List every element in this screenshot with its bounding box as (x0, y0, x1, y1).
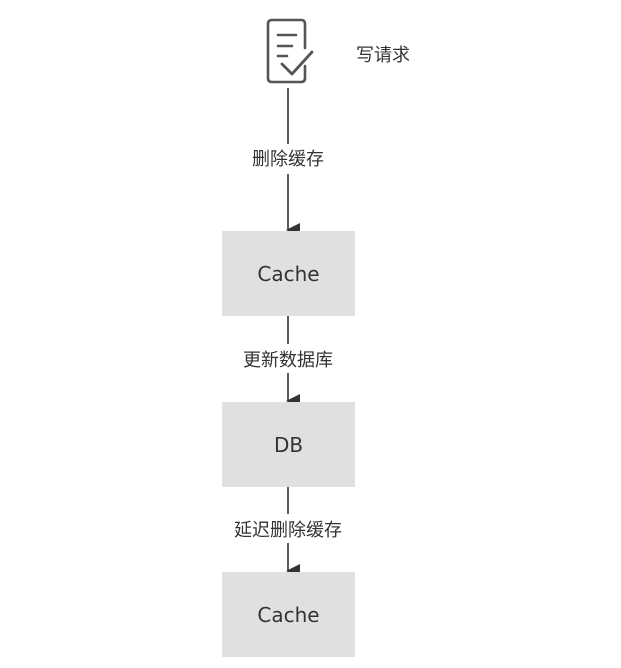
cache-node-1-label: Cache (257, 262, 319, 286)
cache-node-2-label: Cache (257, 603, 319, 627)
request-label: 写请求 (356, 45, 410, 66)
edge-update-db: 更新数据库 (243, 316, 333, 408)
edge-delete-cache: 删除缓存 (252, 88, 324, 237)
edge-label-update-db: 更新数据库 (243, 350, 333, 371)
cache-node-1: Cache (222, 231, 355, 316)
db-node-label: DB (274, 433, 303, 457)
db-node: DB (222, 402, 355, 487)
document-check-icon (266, 18, 314, 84)
edge-label-delayed-delete-cache: 延迟删除缓存 (234, 520, 342, 541)
cache-node-2: Cache (222, 572, 355, 657)
edge-label-delete-cache: 删除缓存 (252, 149, 324, 170)
edge-delayed-delete-cache: 延迟删除缓存 (234, 487, 342, 578)
